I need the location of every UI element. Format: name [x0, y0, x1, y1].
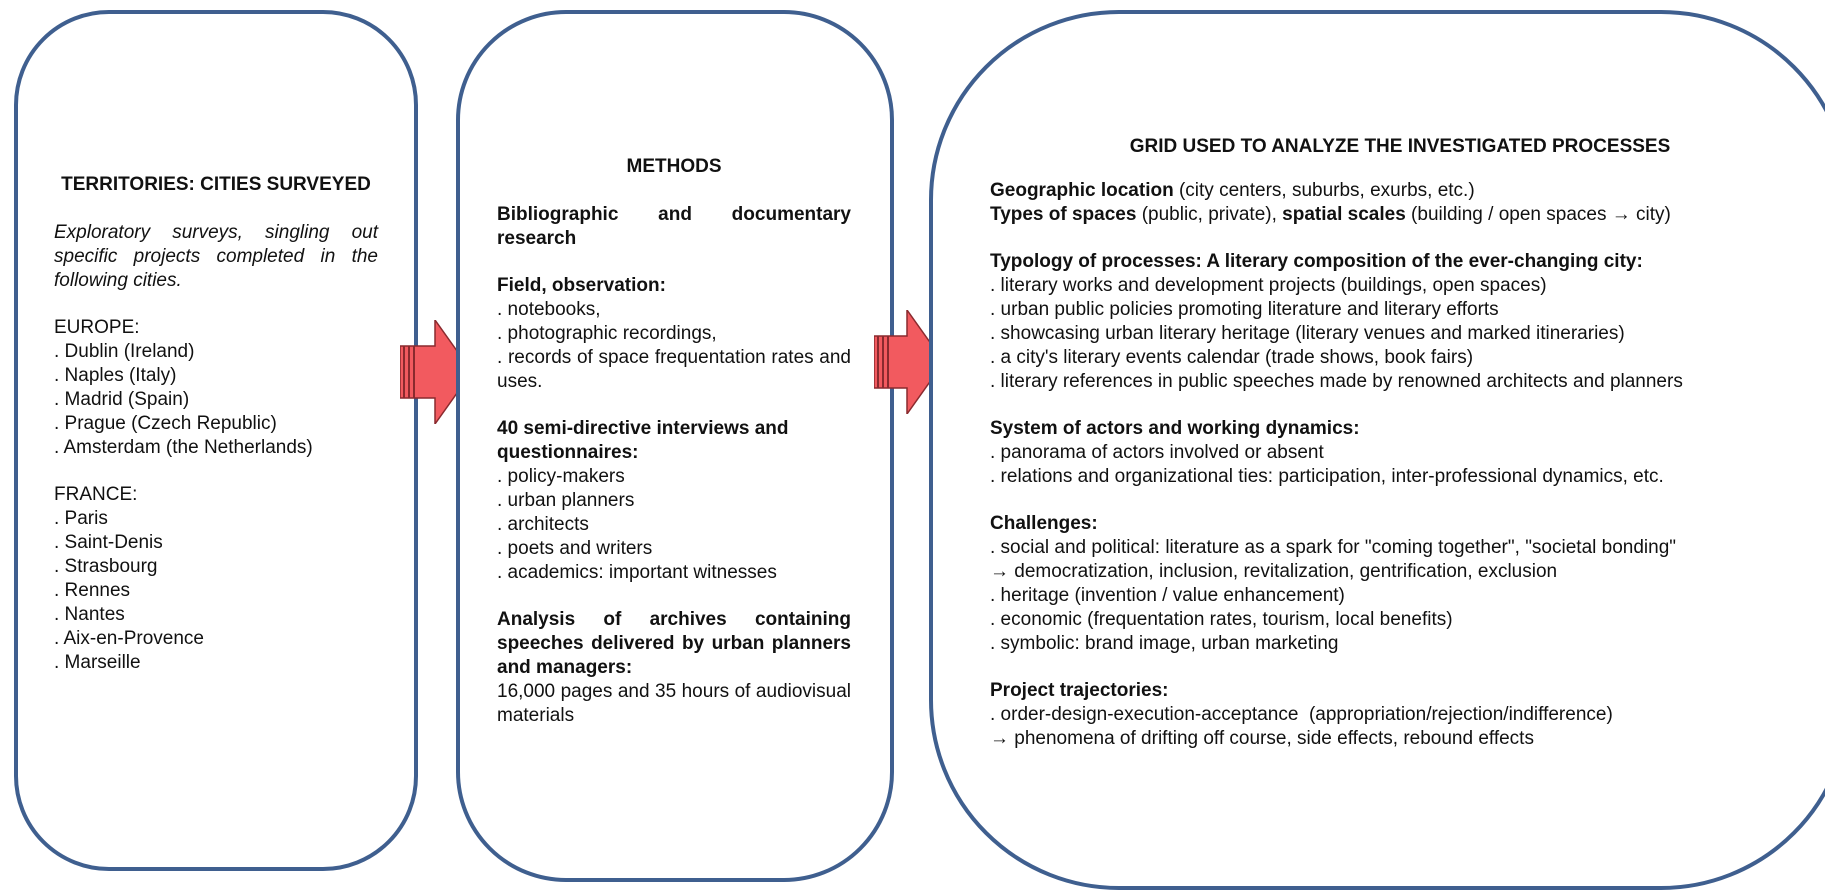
- territories-content: TERRITORIES: CITIES SURVEYED Exploratory…: [54, 173, 378, 675]
- spatial-scales-text: (building / open spaces → city): [1405, 204, 1671, 225]
- list-item: . panorama of actors involved or absent: [990, 442, 1324, 463]
- types-of-spaces-text: (public, private),: [1136, 204, 1283, 225]
- actors-list: . panorama of actors involved or absent …: [990, 441, 1810, 489]
- france-heading: FRANCE:: [54, 484, 138, 505]
- list-item: . literary references in public speeches…: [990, 371, 1683, 392]
- territories-intro: Exploratory surveys, singling out specif…: [54, 222, 378, 291]
- interviews-heading: 40 semi-directive interviews and questio…: [497, 418, 789, 463]
- list-item: . Madrid (Spain): [54, 389, 190, 410]
- list-item: . economic (frequentation rates, tourism…: [990, 609, 1453, 630]
- bibliographic-research: Bibliographic and documentary research: [497, 204, 851, 249]
- list-item: . notebooks,: [497, 299, 601, 320]
- methods-panel: [456, 10, 894, 882]
- list-item: . social and political: literature as a …: [990, 537, 1677, 558]
- list-item: → phenomena of drifting off course, side…: [990, 728, 1534, 749]
- territories-panel: [14, 10, 418, 871]
- types-of-spaces-label: Types of spaces: [990, 204, 1137, 225]
- grid-title: GRID USED TO ANALYZE THE INVESTIGATED PR…: [1129, 136, 1671, 157]
- field-list: . notebooks, . photographic recordings, …: [497, 298, 851, 394]
- list-item: . Saint-Denis: [54, 532, 163, 553]
- geographic-location: Geographic location (city centers, subur…: [990, 179, 1810, 203]
- list-item: . a city's literary events calendar (tra…: [990, 347, 1474, 368]
- geographic-location-text: (city centers, suburbs, exurbs, etc.): [1173, 180, 1475, 201]
- right-arrow-icon: [400, 320, 473, 424]
- types-of-spaces: Types of spaces (public, private), spati…: [990, 203, 1810, 227]
- list-item: . Prague (Czech Republic): [54, 413, 277, 434]
- methods-content: METHODS Bibliographic and documentary re…: [497, 155, 851, 728]
- list-item: . Strasbourg: [54, 556, 158, 577]
- france-list: . Paris . Saint-Denis . Strasbourg . Ren…: [54, 507, 378, 675]
- list-item: . Rennes: [54, 580, 131, 601]
- list-item: . relations and organizational ties: par…: [990, 466, 1664, 487]
- list-item: . order-design-execution-acceptance (app…: [990, 704, 1613, 725]
- list-item: . architects: [497, 514, 589, 535]
- list-item: . Naples (Italy): [54, 365, 177, 386]
- list-item: . Aix-en-Provence: [54, 628, 204, 649]
- list-item: . records of space frequentation rates a…: [497, 347, 851, 392]
- list-item: . Marseille: [54, 652, 141, 673]
- europe-heading: EUROPE:: [54, 317, 140, 338]
- list-item: . photographic recordings,: [497, 323, 717, 344]
- list-item: . heritage (invention / value enhancemen…: [990, 585, 1345, 606]
- right-arrow-icon: [874, 310, 945, 414]
- europe-list: . Dublin (Ireland) . Naples (Italy) . Ma…: [54, 340, 378, 460]
- list-item: . academics: important witnesses: [497, 562, 777, 583]
- field-heading: Field, observation:: [497, 275, 666, 296]
- geographic-location-label: Geographic location: [990, 180, 1174, 201]
- list-item: . Nantes: [54, 604, 125, 625]
- interviews-list: . policy-makers . urban planners . archi…: [497, 465, 851, 585]
- list-item: . urban planners: [497, 490, 635, 511]
- archives-text: 16,000 pages and 35 hours of audiovisual…: [497, 681, 851, 726]
- actors-heading: System of actors and working dynamics:: [990, 418, 1360, 439]
- methods-title: METHODS: [626, 156, 722, 177]
- list-item: . showcasing urban literary heritage (li…: [990, 323, 1625, 344]
- list-item: . literary works and development project…: [990, 275, 1547, 296]
- spatial-scales-label: spatial scales: [1282, 204, 1406, 225]
- typology-heading: Typology of processes: A literary compos…: [990, 251, 1643, 272]
- list-item: . Paris: [54, 508, 108, 529]
- list-item: . Dublin (Ireland): [54, 341, 195, 362]
- list-item: . poets and writers: [497, 538, 653, 559]
- list-item: . policy-makers: [497, 466, 625, 487]
- list-item: . symbolic: brand image, urban marketing: [990, 633, 1339, 654]
- typology-list: . literary works and development project…: [990, 274, 1810, 394]
- challenges-list: . social and political: literature as a …: [990, 536, 1810, 656]
- list-item: → democratization, inclusion, revitaliza…: [990, 561, 1558, 582]
- grid-panel: [929, 10, 1825, 890]
- trajectories-list: . order-design-execution-acceptance (app…: [990, 703, 1810, 751]
- challenges-heading: Challenges:: [990, 513, 1098, 534]
- territories-title: TERRITORIES: CITIES SURVEYED: [61, 174, 371, 195]
- list-item: . Amsterdam (the Netherlands): [54, 437, 313, 458]
- list-item: . urban public policies promoting litera…: [990, 299, 1499, 320]
- grid-content: GRID USED TO ANALYZE THE INVESTIGATED PR…: [990, 135, 1810, 751]
- trajectories-heading: Project trajectories:: [990, 680, 1169, 701]
- archives-heading: Analysis of archives containing speeches…: [497, 609, 851, 678]
